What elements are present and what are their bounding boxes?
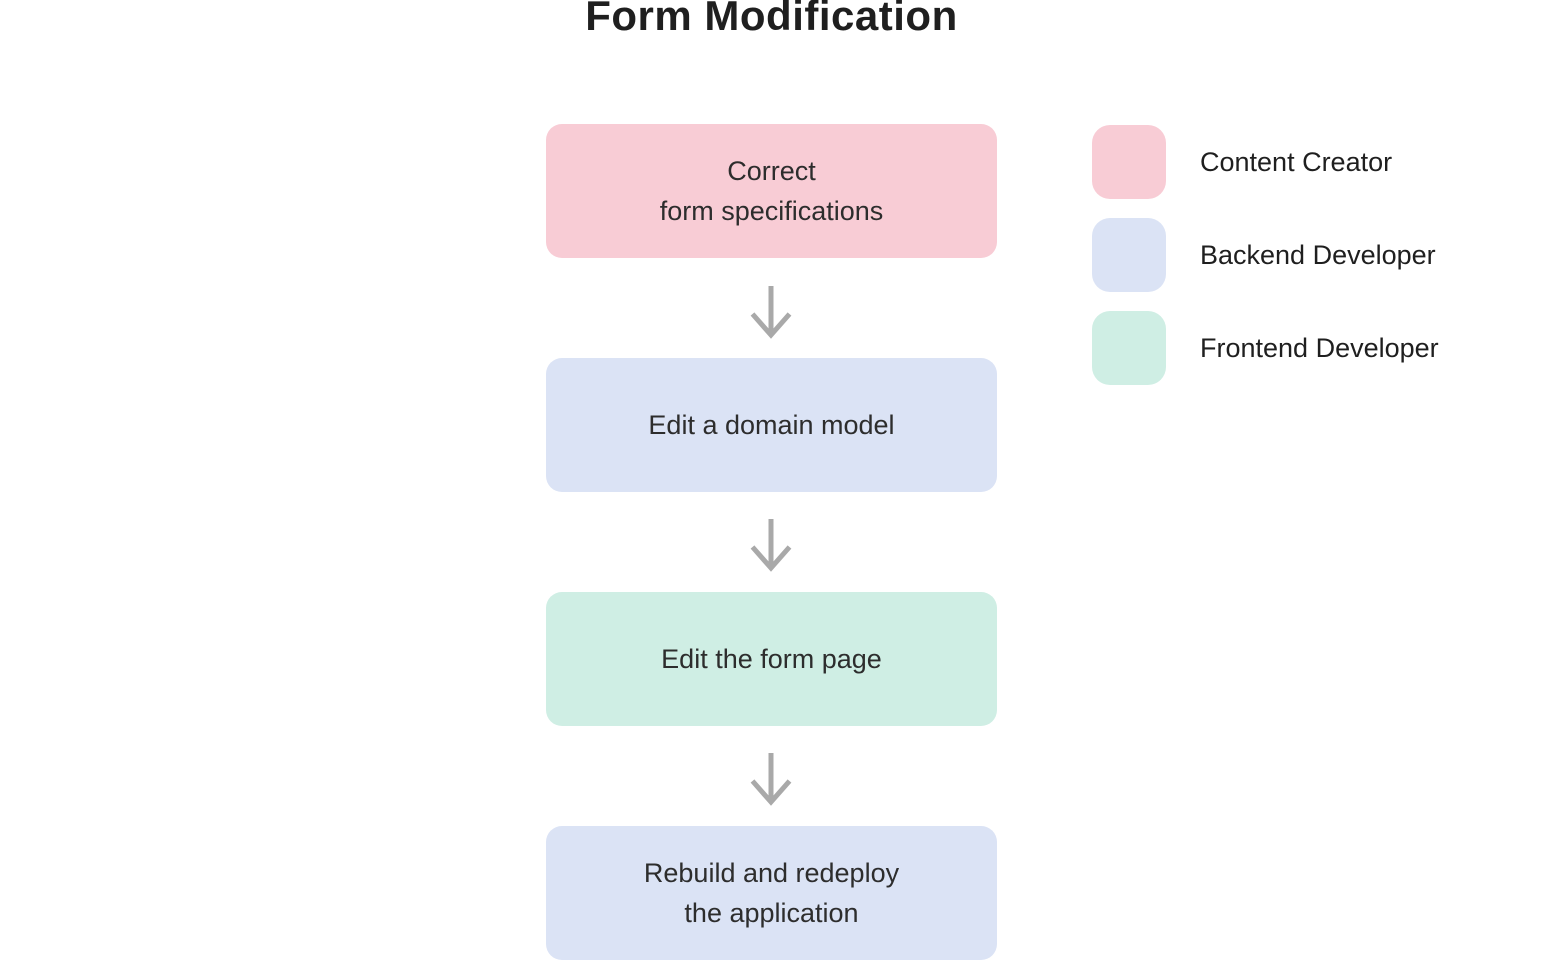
arrow-down-icon [750,286,792,339]
step-label-line: Correct [727,156,816,186]
legend-label: Frontend Developer [1200,332,1439,363]
arrow-down-icon [750,519,792,572]
step-label-line: Edit the form page [661,644,882,674]
legend-swatch-frontend-developer [1092,311,1166,385]
step-label-line: the application [684,898,859,928]
step-label-line: Edit a domain model [648,410,895,440]
legend-item-backend-developer: Backend Developer [1092,218,1436,292]
legend-swatch-content-creator [1092,125,1166,199]
flow-step-edit-form-page: Edit the form page [546,592,997,726]
legend-item-frontend-developer: Frontend Developer [1092,311,1439,385]
step-label-line: form specifications [659,196,884,226]
legend-label: Backend Developer [1200,239,1436,270]
legend-label: Content Creator [1200,146,1393,177]
legend-swatch-backend-developer [1092,218,1166,292]
legend-item-content-creator: Content Creator [1092,125,1392,199]
step-label-line: Rebuild and redeploy [643,858,900,888]
flow-step-rebuild-redeploy: Rebuild and redeploy the application [546,826,997,960]
flow-step-edit-domain-model: Edit a domain model [546,358,997,492]
page-title: Form Modification [585,0,958,39]
flow-step-correct-form-specifications: Correct form specifications [546,124,997,258]
arrow-down-icon [750,753,792,806]
